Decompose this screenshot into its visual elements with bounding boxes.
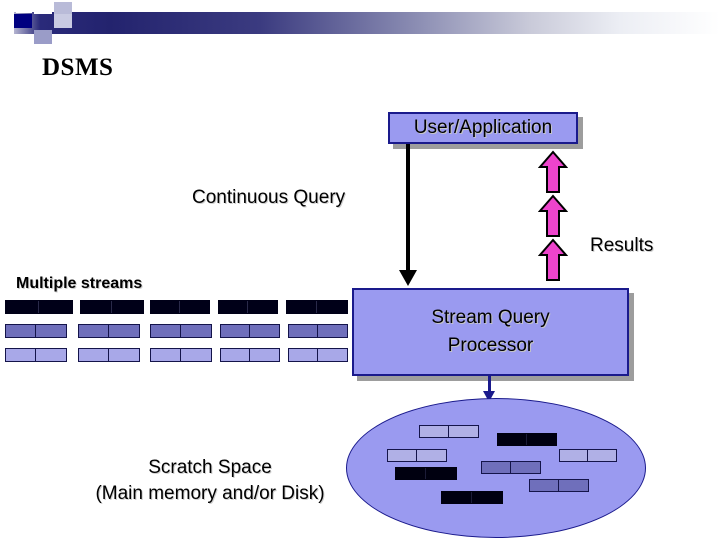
scratch-memory-cell xyxy=(417,450,446,461)
stream-block-cell xyxy=(109,325,139,337)
stream-block xyxy=(78,348,140,362)
scratch-space-arrow-shaft xyxy=(488,376,491,394)
stream-block-cell xyxy=(36,349,66,361)
stream-block-cell xyxy=(318,325,347,337)
scratch-memory-cell xyxy=(388,450,417,461)
stream-block xyxy=(5,324,67,338)
stream-block-cell xyxy=(250,325,279,337)
user-application-box[interactable]: User/Application xyxy=(388,112,578,144)
header-notch-left xyxy=(0,12,14,34)
stream-query-processor-line1: Stream Query xyxy=(431,307,550,329)
header-square-lavender-light xyxy=(54,2,72,14)
stream-block-cell xyxy=(109,349,139,361)
scratch-memory-block xyxy=(497,433,557,446)
stream-block xyxy=(220,324,280,338)
stream-block xyxy=(288,324,348,338)
stream-block-cell xyxy=(221,349,250,361)
stream-block xyxy=(80,300,144,314)
scratch-memory-cell xyxy=(559,480,588,491)
header-notch-top xyxy=(16,0,32,13)
stream-block xyxy=(5,300,73,314)
stream-block-cell xyxy=(151,301,180,313)
scratch-memory-cell xyxy=(527,434,556,445)
scratch-space-label: Scratch Space (Main memory and/or Disk) xyxy=(60,455,360,506)
stream-block-cell xyxy=(81,301,112,313)
stream-query-processor-line2: Processor xyxy=(447,335,534,356)
scratch-memory-cell xyxy=(442,492,472,503)
stream-block-cell xyxy=(39,301,72,313)
scratch-memory-cell xyxy=(588,450,616,461)
scratch-memory-block xyxy=(559,449,617,462)
scratch-memory-cell xyxy=(511,462,540,473)
stream-block-cell xyxy=(318,349,347,361)
stream-block-cell xyxy=(151,349,181,361)
stream-block xyxy=(5,348,67,362)
scratch-memory-block xyxy=(395,467,457,480)
continuous-query-label: Continuous Query xyxy=(192,187,346,208)
stream-block xyxy=(220,348,280,362)
stream-block-cell xyxy=(112,301,143,313)
stream-block xyxy=(150,300,210,314)
stream-block xyxy=(288,348,348,362)
scratch-memory-cell xyxy=(420,426,449,437)
scratch-space-ellipse[interactable] xyxy=(346,398,646,538)
stream-block-cell xyxy=(6,349,36,361)
scratch-space-line1: Scratch Space xyxy=(148,457,272,478)
header-square-periwinkle xyxy=(34,30,52,44)
scratch-space-line2: (Main memory and/or Disk) xyxy=(95,482,325,504)
scratch-memory-block xyxy=(441,491,503,504)
header-gradient-bar xyxy=(0,12,720,34)
header-square-navy xyxy=(14,14,32,28)
results-arrow-1-icon xyxy=(538,150,568,193)
stream-block-cell xyxy=(151,325,181,337)
stream-block-cell xyxy=(248,301,277,313)
scratch-memory-block xyxy=(387,449,447,462)
stream-block-cell xyxy=(181,325,211,337)
stream-block-cell xyxy=(289,349,318,361)
scratch-memory-block xyxy=(419,425,479,438)
stream-block-cell xyxy=(181,349,211,361)
scratch-memory-block xyxy=(481,461,541,474)
page-title: DSMS xyxy=(42,54,114,81)
stream-block xyxy=(218,300,278,314)
multiple-streams-label: Multiple streams xyxy=(16,275,143,292)
scratch-memory-cell xyxy=(426,468,456,479)
stream-block xyxy=(286,300,348,314)
stream-block-cell xyxy=(317,301,347,313)
stream-block-cell xyxy=(221,325,250,337)
scratch-memory-cell xyxy=(498,434,527,445)
continuous-query-arrow-head xyxy=(399,270,417,286)
scratch-memory-cell xyxy=(396,468,426,479)
stream-block-cell xyxy=(287,301,317,313)
header-square-white-top xyxy=(34,0,52,14)
stream-query-processor-box[interactable]: Stream Query Processor xyxy=(352,288,629,376)
stream-block xyxy=(78,324,140,338)
stream-block xyxy=(150,324,212,338)
scratch-memory-cell xyxy=(530,480,559,491)
continuous-query-arrow-shaft xyxy=(406,144,410,272)
scratch-memory-cell xyxy=(449,426,478,437)
scratch-memory-cell xyxy=(472,492,502,503)
stream-block-cell xyxy=(36,325,66,337)
stream-block-cell xyxy=(180,301,209,313)
stream-block-cell xyxy=(6,325,36,337)
stream-block-cell xyxy=(250,349,279,361)
stream-block-cell xyxy=(79,349,109,361)
results-arrow-3-icon xyxy=(538,238,568,281)
results-arrow-2-icon xyxy=(538,194,568,237)
scratch-space-arrow-head xyxy=(483,391,495,402)
scratch-memory-block xyxy=(529,479,589,492)
stream-block-cell xyxy=(289,325,318,337)
scratch-memory-cell xyxy=(482,462,511,473)
results-label: Results xyxy=(590,235,654,256)
stream-block-cell xyxy=(79,325,109,337)
stream-block xyxy=(150,348,212,362)
stream-block-cell xyxy=(219,301,248,313)
header-square-lavender xyxy=(54,14,72,28)
stream-block-cell xyxy=(6,301,39,313)
scratch-memory-cell xyxy=(560,450,588,461)
